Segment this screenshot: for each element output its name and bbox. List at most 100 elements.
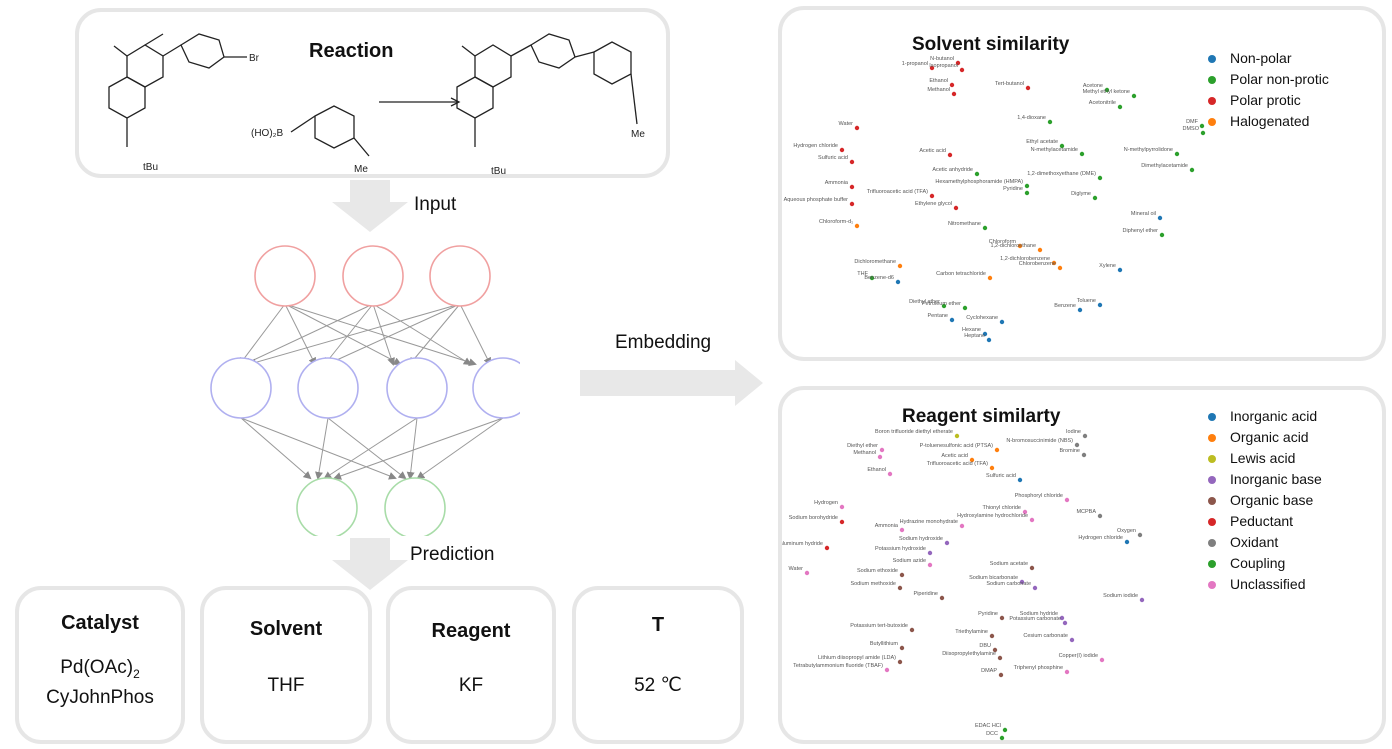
- reagent-legend-dot: [1208, 433, 1216, 442]
- output-node-1: [296, 477, 358, 536]
- reagent-point-label: Triethylamine: [955, 629, 988, 635]
- reagent-legend-label: Inorganic acid: [1230, 408, 1318, 424]
- solvent-point-label: Benzene: [1054, 303, 1076, 309]
- solvent-point-label: Dimethylacetamide: [1141, 163, 1188, 169]
- output-node-2: [384, 477, 446, 536]
- reagent-point: [1082, 433, 1088, 439]
- prediction-box-solvent: Solvent THF: [200, 586, 372, 744]
- solvent-point-label: Methyl ethyl ketone: [1083, 89, 1130, 95]
- reagent-point-label: Potassium carbonate: [1009, 616, 1061, 622]
- solvent-legend-dot: [1208, 96, 1216, 105]
- reagent-point: [879, 447, 885, 453]
- reagent-legend-item: Lewis acid: [1208, 448, 1322, 469]
- reagent-point: [839, 519, 845, 525]
- solvent-point: [1174, 151, 1180, 157]
- reagent-point: [994, 447, 1000, 453]
- solvent-legend-label: Non-polar: [1230, 50, 1292, 66]
- solvent-point: [999, 319, 1005, 325]
- solvent-point-label: Chloroform: [989, 239, 1017, 245]
- solvent-point-label: Trifluoroacetic acid (TFA): [867, 189, 928, 195]
- reagent-point-label: MCPBA: [1076, 509, 1096, 515]
- reagent-legend-item: Organic base: [1208, 490, 1322, 511]
- solvent-legend-label: Halogenated: [1230, 113, 1310, 129]
- solvent-point: [895, 279, 901, 285]
- solvent-point: [1024, 190, 1030, 196]
- reactant-br-label: Br: [249, 53, 260, 64]
- solvent-point: [1047, 119, 1053, 125]
- solvent-point-label: DMF: [1186, 119, 1199, 125]
- reagent-point: [1097, 513, 1103, 519]
- solvent-point: [929, 193, 935, 199]
- reagent-point: [1002, 727, 1008, 733]
- solvent-point-label: Dichloromethane: [854, 259, 896, 265]
- solvent-point: [955, 60, 961, 66]
- solvent-point-label: N-butanol: [930, 56, 954, 62]
- solvent-point-label: Water: [839, 121, 854, 127]
- reagent-point-label: Hydroxylamine hydrochloride: [957, 513, 1028, 519]
- hidden-node-4: [472, 357, 520, 419]
- reagent-point: [877, 454, 883, 460]
- network-edges: [238, 303, 504, 480]
- solvent-point-label: Pentane: [928, 313, 949, 319]
- solvent-point: [982, 331, 988, 337]
- reagent-point-label: Lithium aluminum hydride: [782, 541, 823, 547]
- hidden-node-1: [210, 357, 272, 419]
- solvent-point: [1059, 143, 1065, 149]
- reagent-point-label: Butyllithium: [870, 641, 899, 647]
- solvent-point: [949, 82, 955, 88]
- reagent-legend-label: Coupling: [1230, 555, 1286, 571]
- solvent-point: [1157, 215, 1163, 221]
- reagent-plot-title: Reagent similarty: [902, 406, 1061, 427]
- reagent-point-label: Ethanol: [867, 467, 886, 473]
- reagent-point: [959, 523, 965, 529]
- solvent-point: [1024, 183, 1030, 189]
- solvent-legend-label: Polar protic: [1230, 92, 1301, 108]
- reagent-point-label: Piperidine: [914, 591, 938, 597]
- reagent-point-label: Trifluoroacetic acid (TFA): [927, 461, 988, 467]
- reagent-point-label: Iodine: [1066, 429, 1081, 435]
- solvent-point: [1025, 85, 1031, 91]
- solvent-legend-item: Polar non-protic: [1208, 69, 1329, 90]
- solvent-point-label: Hexamethylphosphoramide (HMPA): [935, 179, 1023, 185]
- solvent-point: [1104, 87, 1110, 93]
- solvent-point: [1092, 195, 1098, 201]
- reagent-point: [997, 655, 1003, 661]
- solvent-point-label: Aqueous phosphate buffer: [784, 197, 849, 203]
- prediction-label: Prediction: [410, 544, 495, 565]
- reagent-point-label: DMAP: [981, 668, 997, 674]
- reagent-legend-item: Oxidant: [1208, 532, 1322, 553]
- reagent-point: [804, 570, 810, 576]
- input-node-2: [342, 245, 404, 307]
- reaction-panel: Reaction: [75, 8, 670, 178]
- reagent-point-label: Pyridine: [978, 611, 998, 617]
- solvent-point-label: 1,2-dichlorobenzene: [1000, 256, 1050, 262]
- solvent-point-label: 1,4-dioxane: [1017, 115, 1046, 121]
- solvent-point-label: THF: [857, 271, 868, 277]
- reagent-point-label: Copper(I) iodide: [1059, 653, 1098, 659]
- prediction-box-reagent: Reagent KF: [386, 586, 556, 744]
- reagent-point-label: Methanol: [853, 450, 876, 456]
- solvent-legend-dot: [1208, 117, 1216, 126]
- solvent-point-label: Cyclohexane: [966, 315, 998, 321]
- reagent-point-label: Triphenyl phosphine: [1014, 665, 1063, 671]
- solvent-point-label: Acetonitrile: [1089, 100, 1116, 106]
- solvent-point: [897, 263, 903, 269]
- solvent-point: [947, 152, 953, 158]
- solvent-point-label: 1-propanol: [902, 61, 928, 67]
- solvent-legend-label: Polar non-protic: [1230, 71, 1329, 87]
- reaction-title: Reaction: [309, 40, 394, 62]
- solvent-point-label: Acetone: [1083, 83, 1103, 89]
- reagent-point: [989, 465, 995, 471]
- reagent-point: [989, 633, 995, 639]
- solvent-point-label: N-methylacetamide: [1031, 147, 1078, 153]
- reagent-point-label: DCC: [986, 731, 998, 737]
- reagent-point: [1019, 579, 1025, 585]
- reaction-scheme: Br tBu (HO)₂B Me Me tBu: [108, 33, 645, 174]
- reagent-point-label: Hydrogen: [814, 500, 838, 506]
- reagent-point-label: Sodium borohydride: [789, 515, 838, 521]
- solvent-point-label: N-methylpyrrolidone: [1124, 147, 1173, 153]
- solvent-point-label: Hydrogen chloride: [793, 143, 838, 149]
- reagent-point: [897, 585, 903, 591]
- solvent-point: [854, 125, 860, 131]
- solvent-point-label: Benzene-d6: [864, 275, 894, 281]
